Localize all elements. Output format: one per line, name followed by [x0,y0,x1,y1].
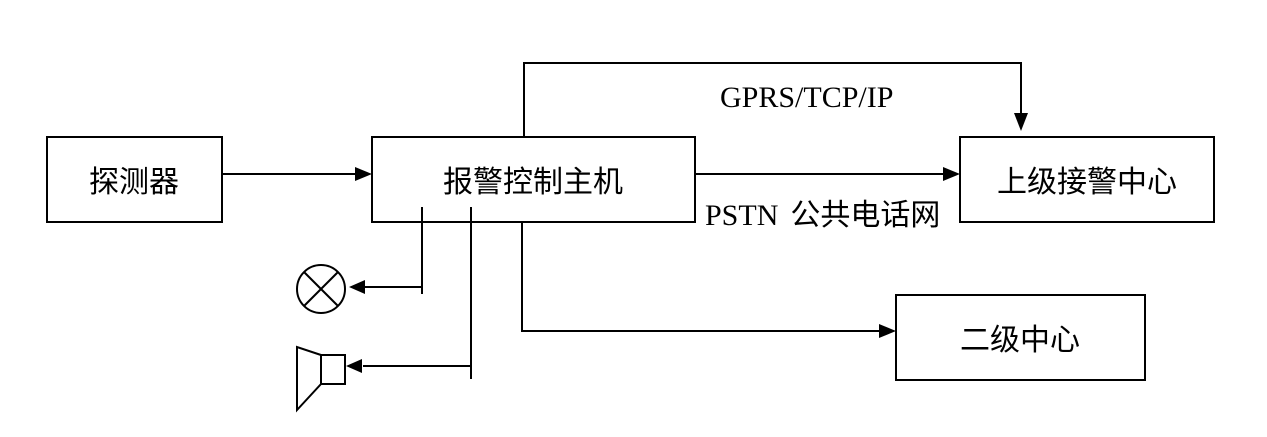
host-to-second-center-arrow [521,222,896,338]
detector-box: 探测器 [46,136,223,223]
host-to-speaker-line [346,207,472,379]
pstn-label-prefix: PSTN [705,199,778,232]
alarm-lamp-icon [296,264,346,314]
alarm-host-box: 报警控制主机 [371,136,696,223]
upper-center-label: 上级接警中心 [997,165,1177,200]
second-center-label: 二级中心 [960,323,1080,358]
detector-to-host-arrow [222,167,372,181]
pstn-label-suffix: 公共电话网 [790,198,940,233]
upper-center-box: 上级接警中心 [959,136,1215,223]
host-to-lamp-line [349,207,423,294]
second-center-box: 二级中心 [895,294,1146,381]
alarm-host-label: 报警控制主机 [443,165,623,200]
pstn-label: PSTN 公共电话网 [705,198,940,233]
gprs-label: GPRS/TCP/IP [720,81,893,114]
pstn-path-arrow [695,167,960,181]
detector-label: 探测器 [89,165,179,200]
gprs-path-arrow [523,62,1028,137]
speaker-icon [296,345,346,413]
